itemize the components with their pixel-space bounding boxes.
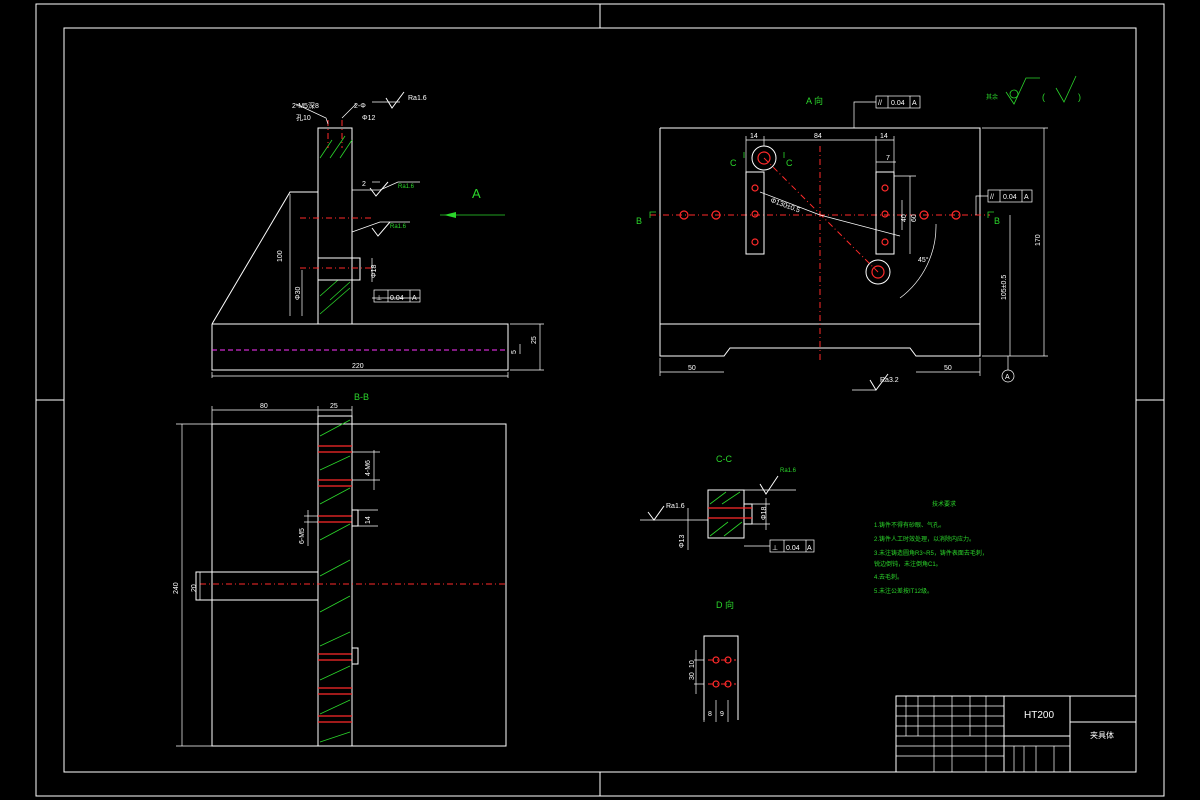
tech-req-item-4: 4.去毛刺。 [874, 573, 903, 581]
cc-gdt-symbol: ⊥ [772, 545, 778, 552]
cc-gdt-value: 0.04 [786, 545, 800, 552]
dim-100: 100 [277, 250, 284, 262]
dim-phi: 2-Φ [354, 103, 366, 110]
dim-d-10: 10 [689, 660, 696, 668]
roughness-note-prefix: 其余 [986, 93, 998, 101]
section-cc [640, 475, 815, 553]
dim-25: 25 [531, 336, 538, 344]
dim-cc-phi13: Φ13 [679, 535, 686, 548]
view-a [649, 75, 1077, 391]
section-cc-labels: C-C Ra1.6 Ra1.6 Φ18 Φ13 ⊥ 0.04 A [666, 454, 812, 552]
title-block [895, 695, 1137, 773]
dim-80: 80 [260, 403, 268, 410]
dim-240: 240 [173, 582, 180, 594]
dim-84: 84 [814, 133, 822, 140]
ra32: Ra3.2 [880, 377, 899, 384]
cc-ra16-b: Ra1.6 [666, 503, 685, 510]
dim-m5: 2-M5深8 [292, 101, 319, 110]
dim-220: 220 [352, 363, 364, 370]
dim-14b: 14 [880, 133, 888, 140]
dim-7: 7 [886, 155, 890, 162]
dim-50a: 50 [688, 365, 696, 372]
dim-170: 170 [1035, 234, 1042, 246]
ra16-top: Ra1.6 [408, 95, 427, 102]
view-a-title: A 向 [806, 95, 823, 106]
dim-40: 40 [901, 214, 908, 222]
tech-req-item-2: 2.铸件人工时效处理，以消除内应力。 [874, 535, 975, 543]
roughness-note-close: ) [1078, 92, 1081, 102]
dim-d-30: 30 [689, 672, 696, 680]
title-block-labels: HT200 夹具体 [1024, 710, 1114, 740]
dim-cc-phi18: Φ18 [761, 507, 768, 520]
tech-req-item-3b: 锐边倒钝，未注倒角C1。 [874, 560, 942, 568]
section-bb-labels: B-B 80 25 240 20 4-M6 6-M5 14 [173, 392, 372, 594]
part-name-label: 夹具体 [1090, 730, 1114, 740]
dim-bb-14: 14 [365, 516, 372, 524]
gdt-perp-symbol: ⊥ [376, 295, 382, 302]
dim-phi130: Φ130±0.5 [769, 197, 800, 214]
cc-ra16-a: Ra1.6 [780, 468, 797, 474]
view-arrow-a: A [472, 186, 481, 201]
gdt-par2-datum: A [1024, 194, 1029, 201]
front-view [211, 91, 544, 378]
dim-d-9: 9 [720, 711, 724, 718]
dim-60: 60 [911, 214, 918, 222]
ra16-low: Ra1.6 [390, 224, 407, 230]
tech-req-item-3: 3.未注铸造圆角R3~R5，铸件表面去毛刺， [874, 549, 988, 557]
dim-5: 5 [511, 350, 518, 354]
marker-b-left: B [636, 216, 642, 226]
tech-req-item-5: 5.未注公差按IT12级。 [874, 587, 933, 595]
section-cc-title: C-C [716, 454, 732, 464]
dim-14a: 14 [750, 133, 758, 140]
dim-m5-sub: 孔10 [296, 114, 311, 122]
dim-4m6: 4-M6 [365, 460, 372, 476]
marker-b-right: B [994, 216, 1000, 226]
tech-req-title: 技术要求 [932, 500, 956, 508]
dim-50b: 50 [944, 365, 952, 372]
view-a-labels: A 向 // 0.04 A // 0.04 A 14 84 14 7 40 60… [636, 92, 1081, 384]
datum-a: A [1005, 374, 1010, 381]
dim-6m5: 6-M5 [299, 528, 306, 544]
gdt-par-datum: A [912, 100, 917, 107]
front-view-labels: 2-M5深8 孔10 2-Φ Φ12 Ra1.6 Ra1.6 Ra1.6 2 1… [277, 95, 538, 370]
dim-20: 20 [191, 584, 198, 592]
gdt-par2-value: 0.04 [1003, 194, 1017, 201]
section-bb-title: B-B [354, 392, 369, 402]
gdt-perp-datum: A [412, 295, 417, 302]
dim-2: 2 [362, 181, 366, 188]
dim-phi18: Φ18 [371, 265, 378, 278]
dim-phi30: Φ30 [295, 287, 302, 300]
roughness-note-open: ( [1042, 92, 1045, 102]
dim-105: 105±0.5 [1001, 275, 1008, 300]
marker-c-left: C [730, 158, 737, 168]
material-label: HT200 [1024, 710, 1054, 721]
gdt-par2-symbol: // [990, 194, 994, 201]
marker-c-right: C [786, 158, 793, 168]
view-d-labels: D 向 10 30 8 9 [689, 599, 734, 718]
dim-d-8: 8 [708, 711, 712, 718]
dim-phi-sub: Φ12 [362, 115, 375, 122]
technical-requirements: 技术要求 1.铸件不得有砂眼、气孔。 2.铸件人工时效处理，以消除内应力。 3.… [874, 500, 988, 595]
section-bb [176, 406, 507, 747]
dim-bb-25: 25 [330, 403, 338, 410]
ra16-mid: Ra1.6 [398, 184, 415, 190]
gdt-par-symbol: // [878, 100, 882, 107]
view-d-title: D 向 [716, 599, 734, 610]
view-d [694, 635, 739, 722]
cc-gdt-datum: A [807, 545, 812, 552]
dim-45deg: 45° [918, 256, 929, 264]
gdt-perp-value: 0.04 [390, 295, 404, 302]
gdt-par-value: 0.04 [891, 100, 905, 107]
sheet-border [35, 3, 1165, 797]
tech-req-item-1: 1.铸件不得有砂眼、气孔。 [874, 521, 945, 529]
